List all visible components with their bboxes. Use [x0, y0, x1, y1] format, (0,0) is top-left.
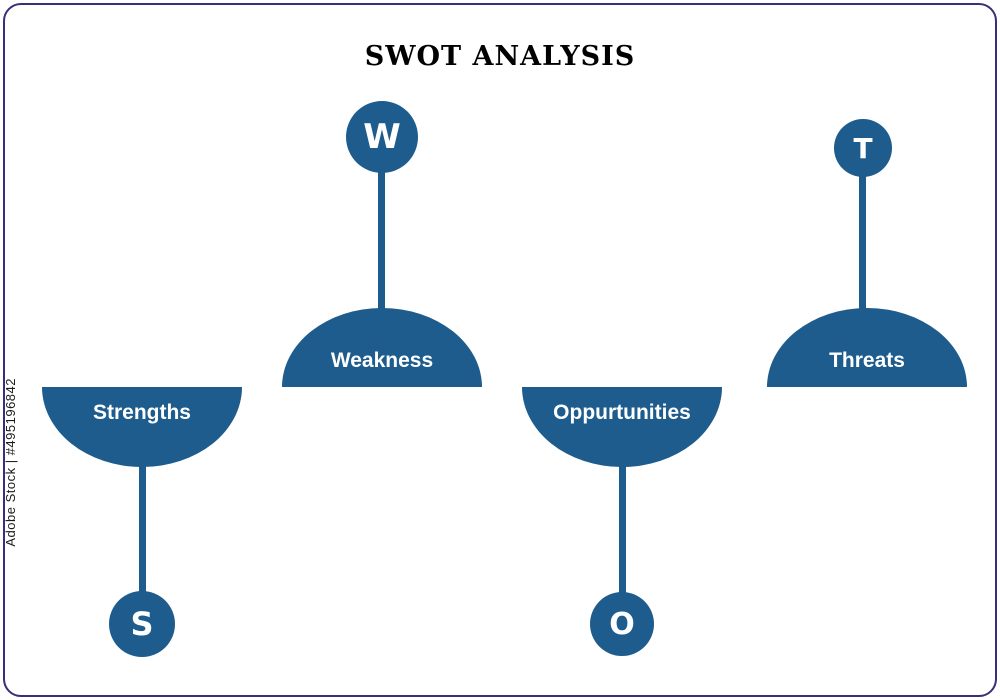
diagram-frame: SWOT ANALYSIS Strengths S Weakness W Opp…	[3, 3, 997, 697]
weakness-connector-line	[378, 165, 385, 320]
strengths-connector-line	[139, 460, 146, 600]
strengths-label: Strengths	[92, 401, 191, 424]
strengths-shape: Strengths	[42, 387, 242, 467]
diagram-title: SWOT ANALYSIS	[364, 41, 636, 72]
oppurtunities-label: Oppurtunities	[553, 401, 691, 424]
threats-letter-node: T	[834, 119, 892, 177]
oppurtunities-connector-line	[619, 460, 626, 600]
oppurtunities-letter-node: O	[590, 592, 654, 656]
stock-watermark: Adobe Stock | #495196842	[3, 378, 18, 547]
strengths-letter: S	[130, 605, 154, 643]
weakness-letter: W	[363, 117, 401, 157]
weakness-label: Weakness	[330, 349, 434, 372]
oppurtunities-letter: O	[609, 606, 635, 642]
strengths-letter-node: S	[109, 591, 175, 657]
threats-label: Threats	[829, 349, 905, 372]
threats-connector-line	[859, 170, 866, 320]
weakness-shape: Weakness	[282, 308, 482, 387]
threats-letter: T	[853, 131, 873, 165]
weakness-letter-node: W	[346, 101, 418, 173]
oppurtunities-shape: Oppurtunities	[522, 387, 722, 467]
threats-shape: Threats	[767, 308, 967, 387]
